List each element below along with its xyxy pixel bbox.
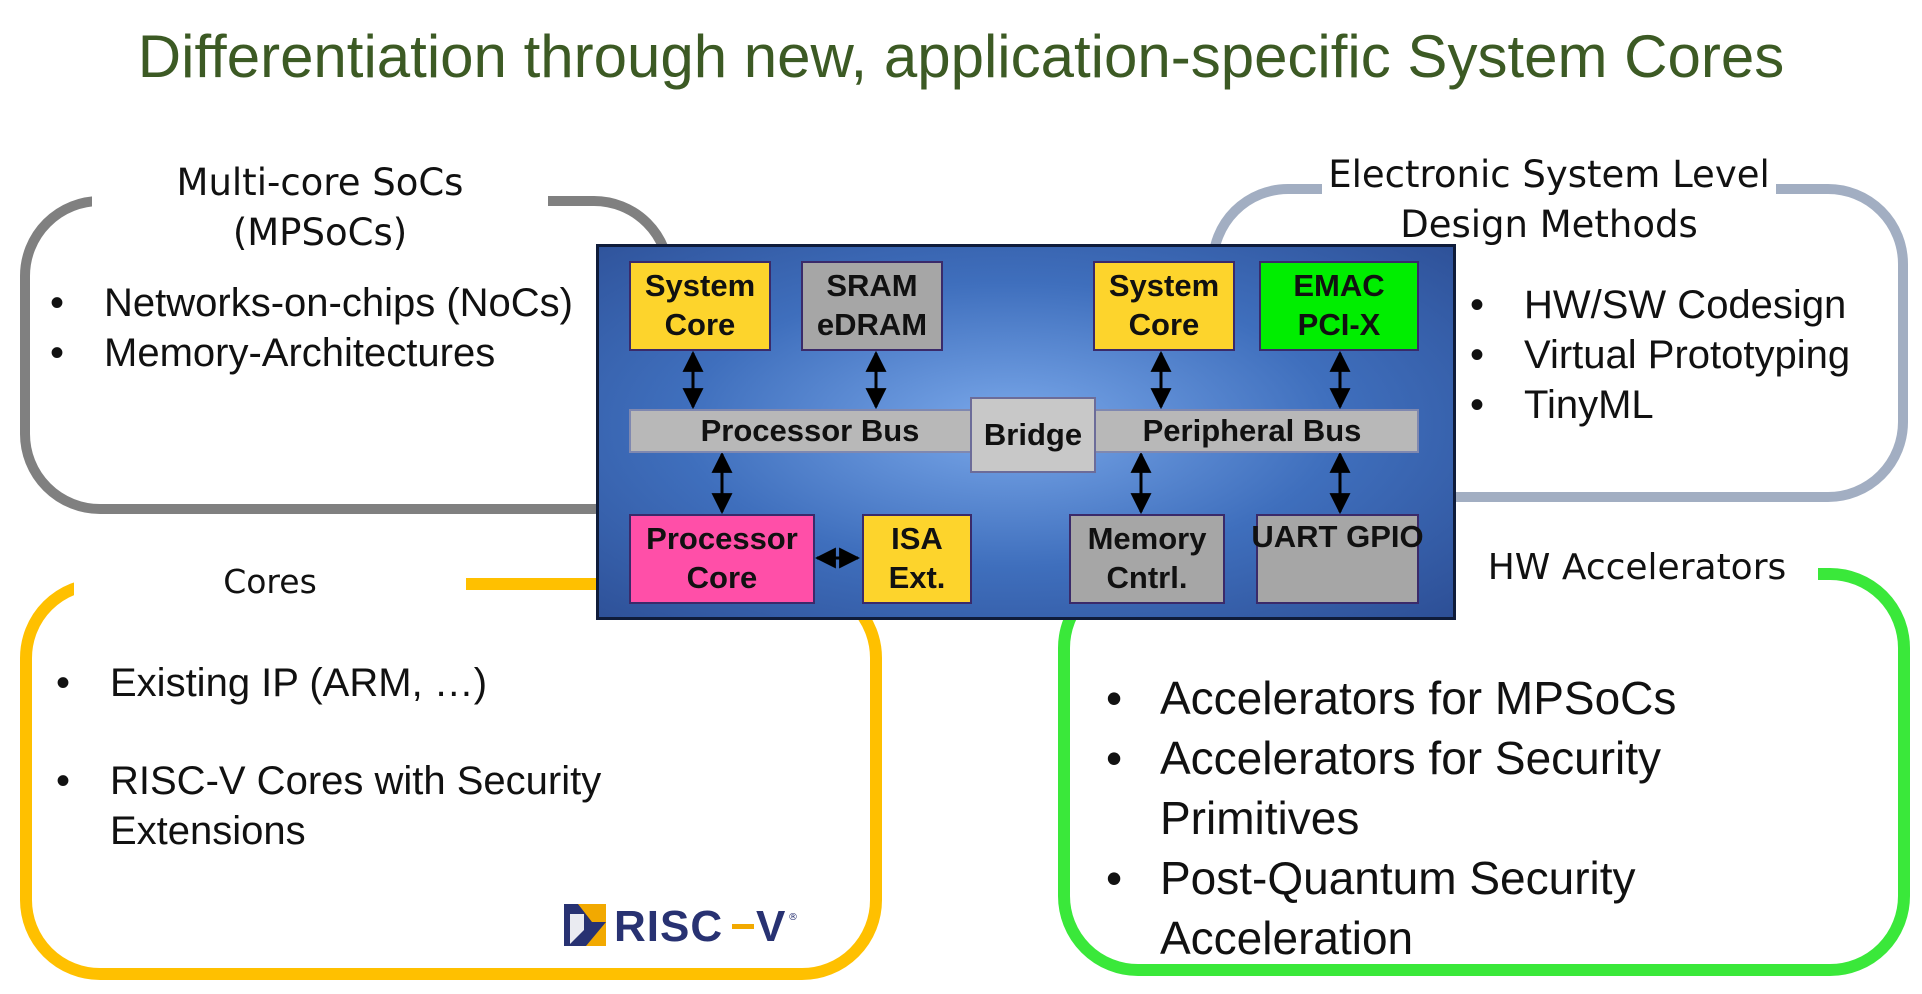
list-item: Existing IP (ARM, …) [56,658,656,708]
esl-bullet-list: HW/SW Codesign Virtual Prototyping TinyM… [1470,280,1850,430]
bus-connectors [682,350,1351,569]
svg-text:RISC: RISC [614,902,723,950]
mpsoc-bullet-list: Networks-on-chips (NoCs) Memory-Architec… [50,278,573,378]
svg-text:V: V [756,902,786,950]
cores-caption: Cores [223,562,317,601]
risc-v-logo: RISC V ® [564,902,798,950]
svg-text:®: ® [788,912,798,923]
uart-gpio-block: UART GPIO [1251,514,1424,604]
esl-caption: Electronic System Level Design Methods [1328,153,1770,247]
mpsoc-caption: Multi-core SoCs (MPSoCs) [176,161,464,255]
list-item: Post-Quantum Security Acceleration [1106,848,1806,968]
page-title: Differentiation through new, application… [137,23,1785,90]
list-item: HW/SW Codesign [1470,280,1850,330]
peripheral-bus: Peripheral Bus [1085,409,1419,453]
cores-bullet-list: Existing IP (ARM, …) RISC-V Cores with S… [56,658,656,856]
accelerators-bullet-list: Accelerators for MPSoCs Accelerators for… [1106,668,1806,968]
bus-bridge: Bridge [970,397,1096,473]
list-item: Memory-Architectures [50,328,573,378]
list-item: Accelerators for Security Primitives [1106,728,1806,848]
list-item: RISC-V Cores with Security Extensions [56,756,656,856]
list-item: Networks-on-chips (NoCs) [50,278,573,328]
list-item: Accelerators for MPSoCs [1106,668,1806,728]
list-item: Virtual Prototyping [1470,330,1850,380]
processor-bus: Processor Bus [629,409,991,453]
list-item: TinyML [1470,380,1850,430]
accelerators-caption: HW Accelerators [1487,547,1787,588]
